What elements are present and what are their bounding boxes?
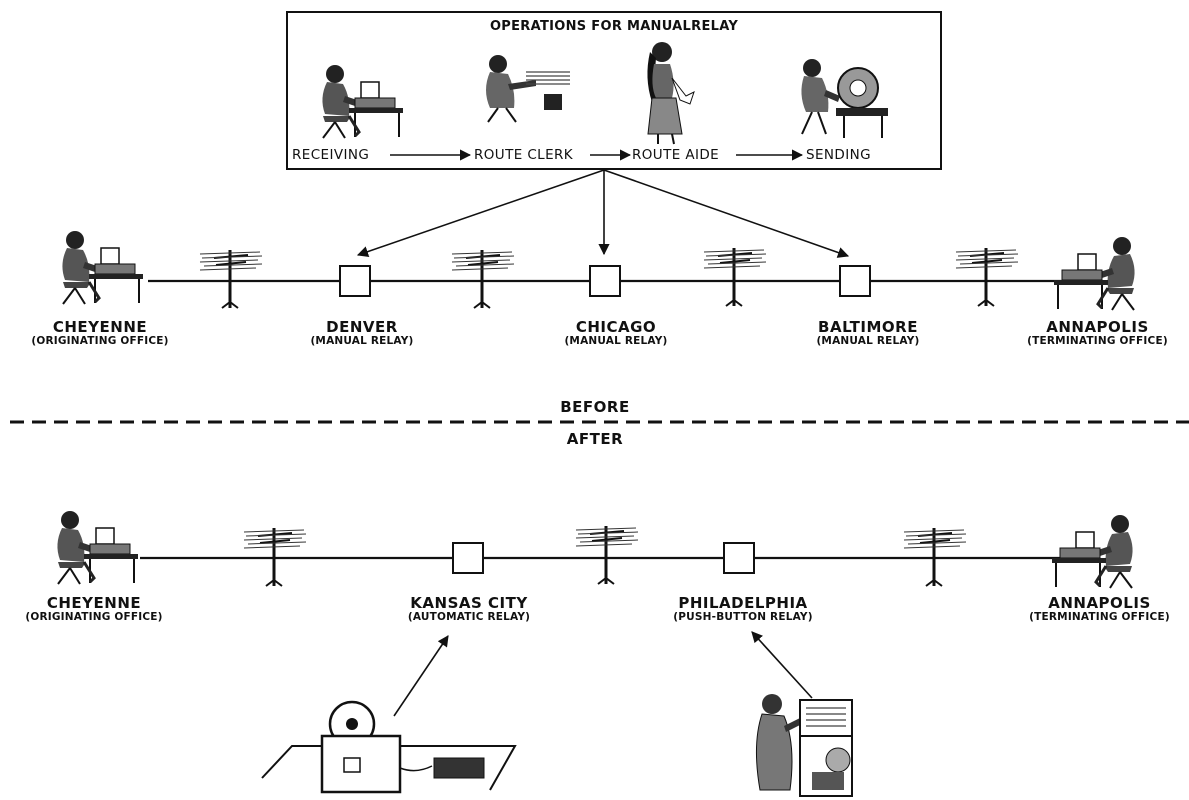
station-role: (PUSH-BUTTON RELAY): [673, 610, 813, 623]
before-station-baltimore: BALTIMORE (MANUAL RELAY): [788, 318, 948, 347]
station-role: (MANUAL RELAY): [564, 334, 668, 347]
receiving-operator-icon: [320, 63, 405, 140]
station-role: (MANUAL RELAY): [310, 334, 414, 347]
philadelphia-arrow: [751, 631, 813, 699]
route-clerk-icon: [486, 55, 570, 123]
after-station-annapolis: ANNAPOLIS (TERMINATING OFFICE): [1012, 594, 1187, 623]
station-role: (AUTOMATIC RELAY): [407, 610, 531, 623]
station-role: (TERMINATING OFFICE): [1029, 610, 1170, 623]
sending-operator-icon: [801, 59, 888, 138]
after-station-kansas-city: KANSAS CITY (AUTOMATIC RELAY): [384, 594, 554, 623]
station-name: CHEYENNE: [52, 318, 148, 336]
automatic-relay-machine-icon: [261, 700, 517, 794]
fanout-arrows: [356, 169, 850, 258]
after-label: AFTER: [566, 430, 624, 448]
before-annapolis-operator-icon: [1052, 235, 1137, 312]
step-receiving: RECEIVING: [292, 147, 370, 163]
route-aide-icon: [647, 42, 695, 145]
station-name: CHICAGO: [575, 318, 657, 336]
before-station-annapolis: ANNAPOLIS (TERMINATING OFFICE): [1010, 318, 1185, 347]
station-name: CHEYENNE: [46, 594, 142, 612]
step-sending: SENDING: [806, 147, 871, 163]
telegraph-pole-icon: [198, 248, 264, 310]
kansas-city-arrow: [393, 635, 449, 717]
step-route-clerk: ROUTE CLERK: [474, 147, 574, 163]
after-annapolis-operator-icon: [1050, 513, 1135, 590]
before-label: BEFORE: [560, 398, 630, 416]
relay-box-kansas-city: [452, 542, 484, 574]
station-name: DENVER: [326, 318, 398, 336]
station-name: PHILADELPHIA: [678, 594, 808, 612]
station-name: ANNAPOLIS: [1048, 594, 1151, 612]
before-station-cheyenne: CHEYENNE (ORIGINATING OFFICE): [10, 318, 190, 347]
telegraph-pole-icon: [954, 246, 1020, 308]
operations-title: OPERATIONS FOR MANUALRELAY: [489, 19, 739, 34]
station-role: (TERMINATING OFFICE): [1027, 334, 1168, 347]
after-station-cheyenne: CHEYENNE (ORIGINATING OFFICE): [4, 594, 184, 623]
relay-box-philadelphia: [723, 542, 755, 574]
station-name: BALTIMORE: [818, 318, 918, 336]
station-role: (ORIGINATING OFFICE): [31, 334, 169, 347]
operations-box: [286, 11, 942, 170]
telegraph-pole-icon: [574, 524, 640, 586]
after-station-philadelphia: PHILADELPHIA (PUSH-BUTTON RELAY): [658, 594, 828, 623]
station-role: (MANUAL RELAY): [816, 334, 920, 347]
relay-box-chicago: [589, 265, 621, 297]
before-station-denver: DENVER (MANUAL RELAY): [282, 318, 442, 347]
telegraph-pole-icon: [702, 246, 768, 308]
step-route-aide: ROUTE AIDE: [632, 147, 720, 163]
station-name: ANNAPOLIS: [1046, 318, 1149, 336]
relay-box-denver: [339, 265, 371, 297]
relay-box-baltimore: [839, 265, 871, 297]
before-station-chicago: CHICAGO (MANUAL RELAY): [536, 318, 696, 347]
station-role: (ORIGINATING OFFICE): [25, 610, 163, 623]
station-name: KANSAS CITY: [410, 594, 528, 612]
after-cheyenne-operator-icon: [55, 509, 140, 586]
telegraph-pole-icon: [450, 248, 516, 310]
push-button-relay-operator-icon: [755, 694, 853, 797]
before-cheyenne-operator-icon: [60, 229, 145, 306]
